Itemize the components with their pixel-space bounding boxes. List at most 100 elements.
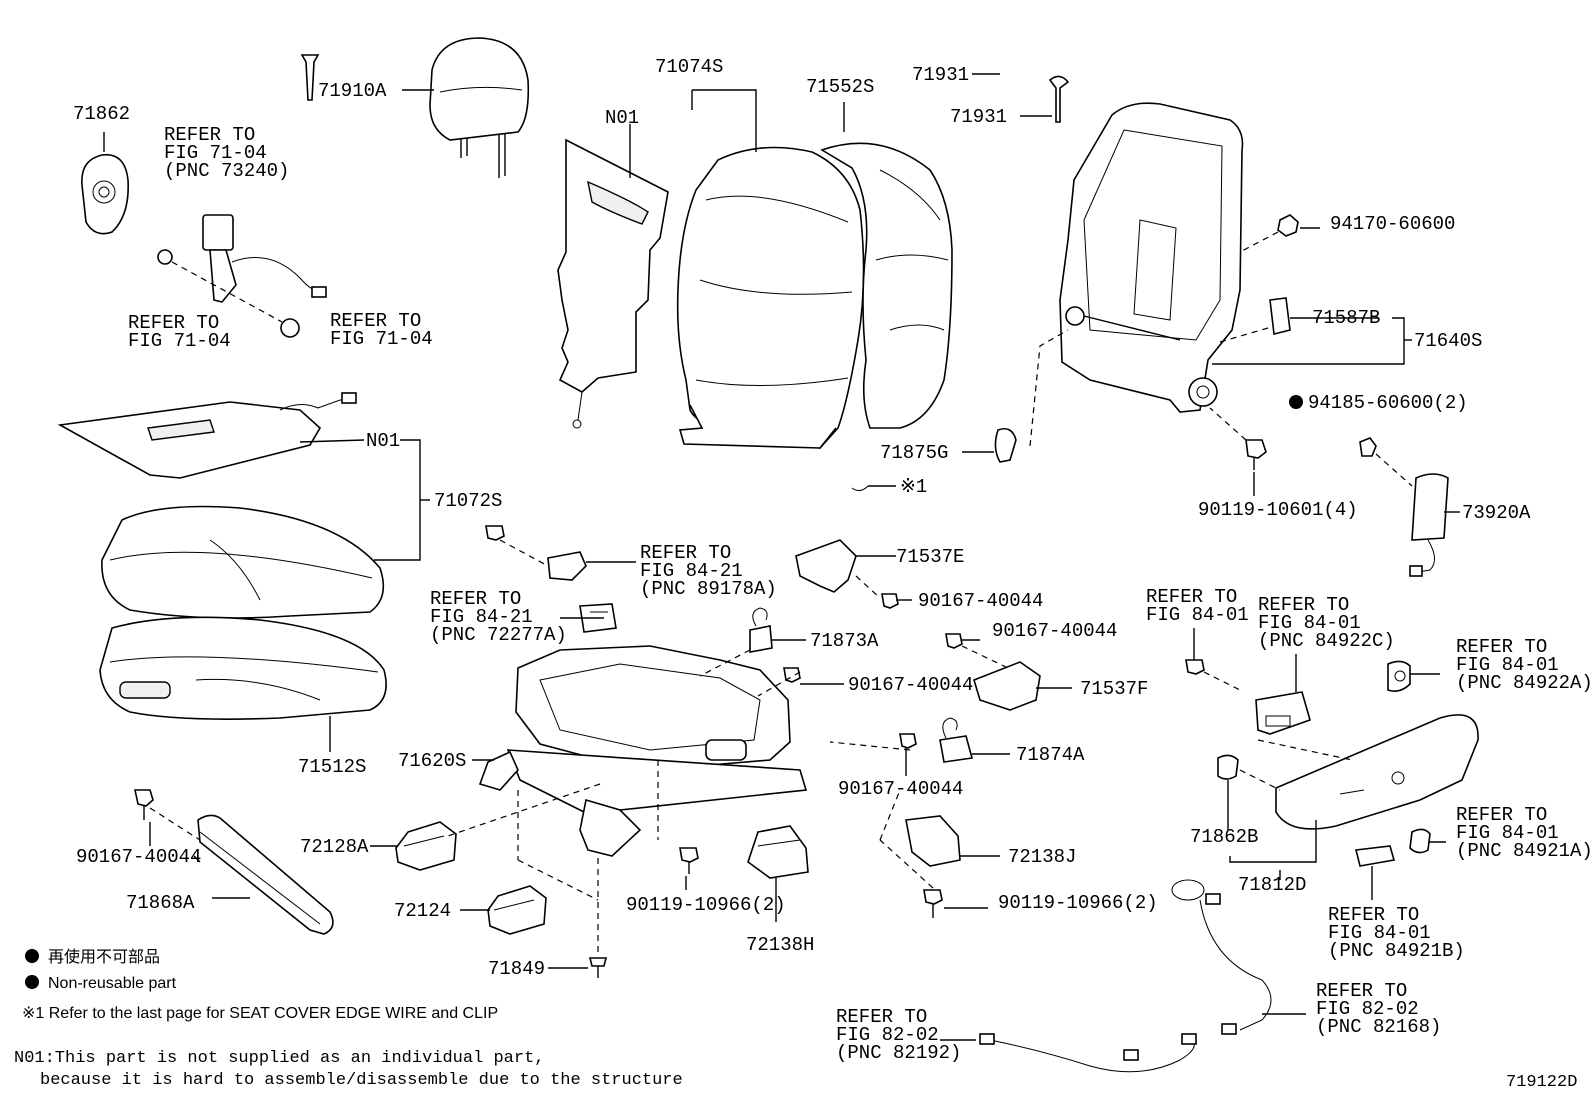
part-73920A-airbag <box>1359 437 1449 577</box>
label-71812D: 71812D <box>1238 874 1306 896</box>
part-71873A-hook <box>699 607 801 697</box>
label-90167-d: 90167-40044 <box>838 778 963 800</box>
label-71537F: 71537F <box>1080 678 1148 700</box>
refer-fig82-02-pnc82168: REFER TO FIG 82-02 (PNC 82168) <box>1316 980 1441 1038</box>
refer-fig71-04-right: REFER TO FIG 71-04 <box>330 310 433 350</box>
label-90119-10966-b: 90119-10966(2) <box>998 892 1158 914</box>
label-71587B: 71587B <box>1312 307 1380 329</box>
label-N01-top: N01 <box>605 107 639 129</box>
refer-fig84-01-pnc84922A: REFER TO FIG 84-01 (PNC 84922A) <box>1456 636 1592 694</box>
part-71874A-hook <box>829 717 974 763</box>
refer-fig84-01-a: REFER TO FIG 84-01 <box>1146 586 1249 626</box>
legend-dot-en <box>25 975 39 989</box>
part-94170-nut <box>1239 214 1299 253</box>
label-71862B: 71862B <box>1190 826 1258 848</box>
label-71910A: 71910A <box>318 80 387 102</box>
label-71640S: 71640S <box>1414 330 1482 352</box>
label-71074S: 71074S <box>655 56 723 78</box>
legend-en: Non-reusable part <box>48 975 177 992</box>
label-71552S: 71552S <box>806 76 874 98</box>
part-71072S-cushion-cover <box>101 505 385 619</box>
non-reusable-marker <box>1289 395 1303 409</box>
part-connector-89178A <box>485 525 587 581</box>
part-71537F-bracket <box>945 633 1041 711</box>
part-wire-harness <box>979 879 1272 1073</box>
part-71620S-adjuster <box>447 645 808 901</box>
part-knob-84921B <box>1355 845 1396 867</box>
part-71074S-back-cover <box>676 146 865 449</box>
refer-fig84-01-pnc84921A: REFER TO FIG 84-01 (PNC 84921A) <box>1456 804 1592 862</box>
part-71910A-headrest <box>429 37 530 178</box>
part-72138H-cover <box>747 825 809 879</box>
part-71640S-back-frame <box>1059 102 1244 413</box>
label-71849: 71849 <box>488 958 545 980</box>
part-71868A-shield <box>134 789 334 935</box>
label-94170-60600: 94170-60600 <box>1330 213 1455 235</box>
part-edge-clip <box>851 485 896 492</box>
refer-blocks: REFER TO FIG 71-04 (PNC 73240) REFER TO … <box>128 124 1592 1064</box>
part-90167-bolt-right <box>1185 659 1241 691</box>
label-cross-ref: ※1 <box>900 476 927 498</box>
label-90167-e: 90167-40044 <box>76 846 201 868</box>
label-72128A: 72128A <box>300 836 369 858</box>
part-90119-10966-bolt-right <box>879 789 943 918</box>
part-90119-10601-bolt <box>1209 407 1267 470</box>
label-94185-60600: 94185-60600(2) <box>1308 392 1468 414</box>
label-72124: 72124 <box>394 900 451 922</box>
refer-fig71-04-pnc73240: REFER TO FIG 71-04 (PNC 73240) <box>164 124 289 182</box>
part-71587B-clip <box>1219 297 1291 343</box>
n01-note-line1: N01:This part is not supplied as an indi… <box>14 1049 545 1068</box>
label-71620S: 71620S <box>398 750 466 772</box>
label-71862: 71862 <box>73 103 130 125</box>
label-71874A: 71874A <box>1016 744 1085 766</box>
part-N01-back-board <box>557 138 669 429</box>
label-71512S: 71512S <box>298 756 366 778</box>
label-N01-mid: N01 <box>366 430 400 452</box>
part-knob-84921A <box>1409 828 1431 854</box>
label-71875G: 71875G <box>880 442 948 464</box>
label-71537E: 71537E <box>896 546 964 568</box>
part-71537E-bracket <box>795 539 899 609</box>
label-90119-10966-a: 90119-10966(2) <box>626 894 786 916</box>
part-71875G-clip <box>994 329 1069 463</box>
part-71862-cover <box>81 153 129 235</box>
part-90119-10966-bolt-left <box>679 847 699 874</box>
refer-fig84-01-pnc84921B: REFER TO FIG 84-01 (PNC 84921B) <box>1328 904 1465 962</box>
part-72124-cover <box>487 885 547 935</box>
refer-fig84-21-pnc72277A: REFER TO FIG 84-21 (PNC 72277A) <box>430 588 567 646</box>
label-90167-c: 90167-40044 <box>848 674 973 696</box>
part-seatbelt-buckle <box>157 214 327 338</box>
figure-id: 719122D <box>1506 1073 1577 1092</box>
part-72128A-cover <box>395 821 457 871</box>
legend-note1: ※1 Refer to the last page for SEAT COVER… <box>22 1005 498 1022</box>
label-71931-a: 71931 <box>912 64 969 86</box>
legend-jp: 再使用不可部品 <box>48 947 160 966</box>
label-90119-10601: 90119-10601(4) <box>1198 499 1358 521</box>
part-71552S-back-pad <box>820 142 953 429</box>
label-72138J: 72138J <box>1008 846 1076 868</box>
label-71931-b: 71931 <box>950 106 1007 128</box>
label-90167-b: 90167-40044 <box>992 620 1117 642</box>
label-71873A: 71873A <box>810 630 879 652</box>
label-72138H: 72138H <box>746 934 814 956</box>
part-knob-84922A <box>1387 660 1411 692</box>
refer-fig84-21-pnc89178A: REFER TO FIG 84-21 (PNC 89178A) <box>640 542 777 600</box>
refer-fig71-04-left: REFER TO FIG 71-04 <box>128 312 231 352</box>
label-71868A: 71868A <box>126 892 195 914</box>
part-switch-84922C <box>1255 691 1311 735</box>
part-71931-guides <box>300 54 1070 123</box>
part-71512S-cushion-pad <box>99 616 387 720</box>
leader-lines <box>103 73 1460 1041</box>
refer-fig82-02-pnc82192: REFER TO FIG 82-02 (PNC 82192) <box>836 1006 961 1064</box>
label-90167-a: 90167-40044 <box>918 590 1043 612</box>
part-labels: 71862 71910A 71074S 71552S 71931 71931 N… <box>73 56 1531 980</box>
label-71072S: 71072S <box>434 490 502 512</box>
part-N01-cushion-mat <box>57 392 357 479</box>
legend: 再使用不可部品 Non-reusable part ※1 Refer to th… <box>14 947 683 1090</box>
legend-dot-jp <box>25 949 39 963</box>
refer-fig84-01-pnc84922C: REFER TO FIG 84-01 (PNC 84922C) <box>1258 594 1395 652</box>
part-72138J-cover <box>905 815 961 867</box>
n01-note-line2: because it is hard to assemble/disassemb… <box>40 1071 683 1090</box>
label-73920A: 73920A <box>1462 502 1531 524</box>
